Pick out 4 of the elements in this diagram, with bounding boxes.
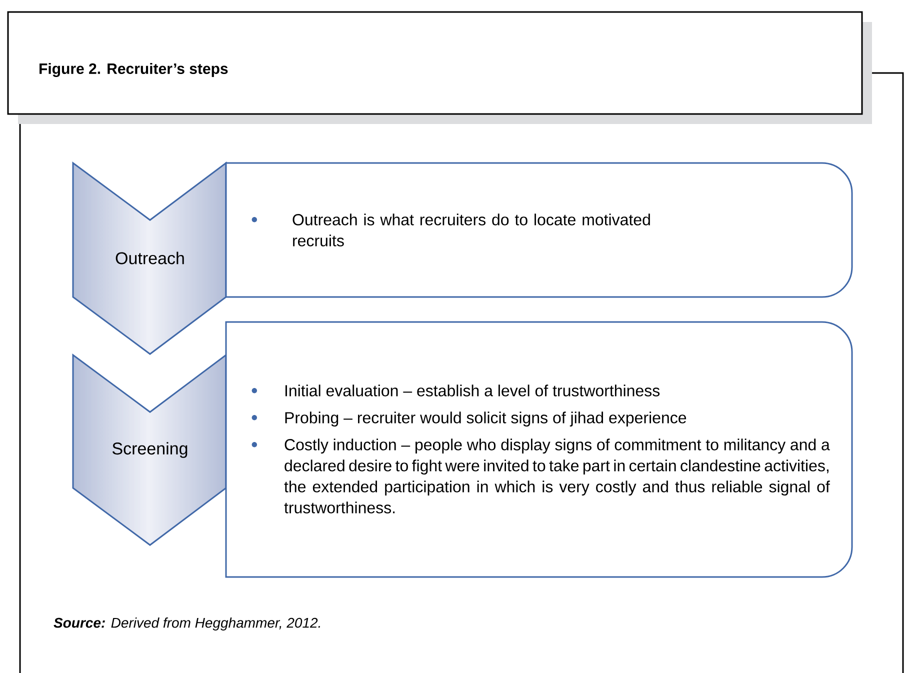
text-box: Initial evaluation – establish a level of trustworthiness Probing – recruiter would solicit signs of jihad experience Costly induction – people who display signs of commitment to militancy and a declared desire to fight were invited to take part in certain clandestine activities, the extended participation in which is very costly and thus reliable signal of trustworthiness. <box>225 321 853 578</box>
text-box: Outreach is what recruiters do to locate motivated recruits <box>225 162 853 298</box>
source-note: Source: Derived from Hegghammer, 2012. <box>54 617 320 631</box>
title-box: Figure 2. Recruiter’s steps <box>7 11 872 124</box>
